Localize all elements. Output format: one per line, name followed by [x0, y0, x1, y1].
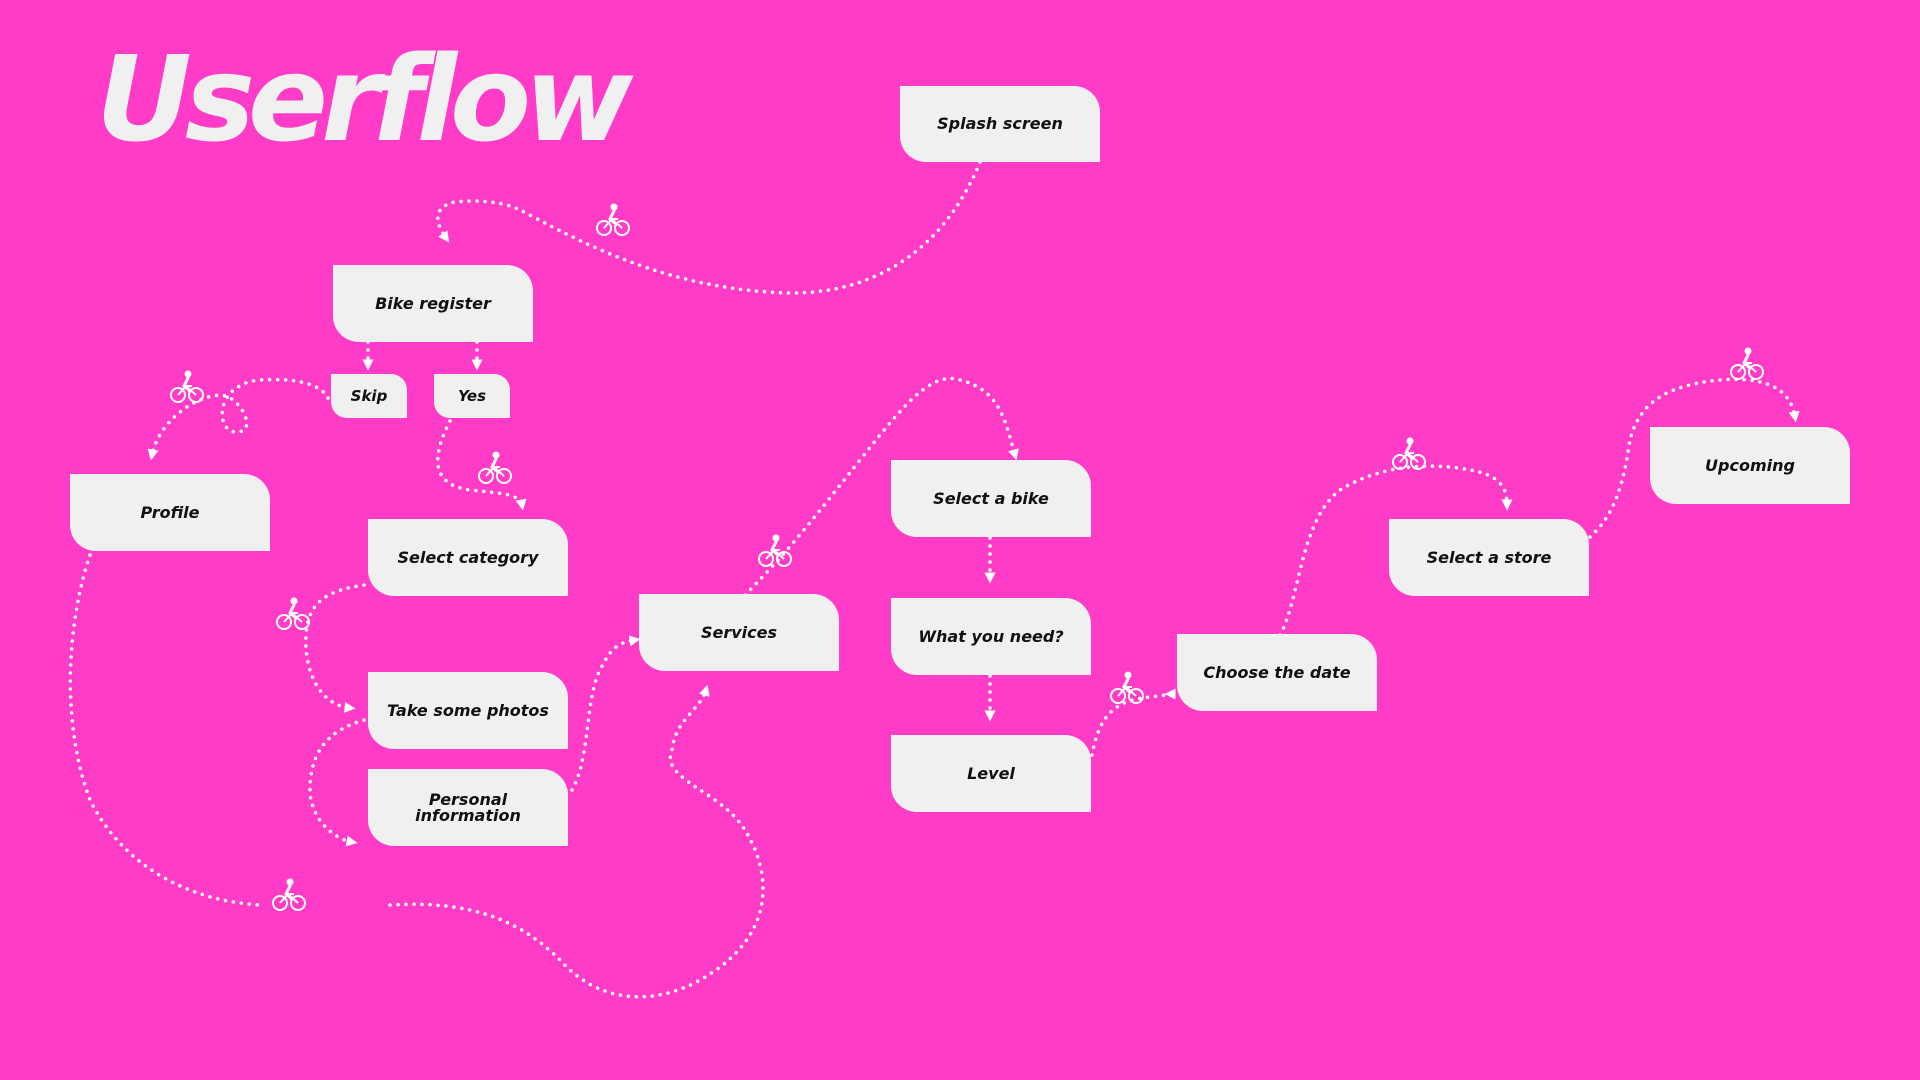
cyclist-icon — [757, 533, 793, 568]
node-skip: Skip — [331, 374, 407, 418]
node-splash-screen: Splash screen — [900, 86, 1100, 162]
connector-select-store-to-upcoming — [1588, 377, 1800, 539]
connector-profile-to-services — [68, 553, 765, 999]
node-level: Level — [891, 735, 1091, 812]
node-services: Services — [639, 594, 839, 671]
cyclist-icon — [271, 877, 307, 912]
connector-services-to-select-bike — [743, 376, 1019, 597]
cyclist-icon — [1391, 436, 1427, 471]
cyclist-icon — [477, 450, 513, 485]
cyclist-icon — [595, 202, 631, 237]
connector-personal-info-to-services — [570, 635, 641, 792]
cyclist-icon — [275, 596, 311, 631]
node-bike-register: Bike register — [333, 265, 533, 342]
node-choose-the-date: Choose the date — [1177, 634, 1377, 711]
cyclist-icon — [1729, 346, 1765, 381]
connector-yes-to-select-category — [436, 419, 527, 511]
connector-take-photos-to-personal-info — [308, 718, 366, 847]
page-title: Userflow — [96, 30, 633, 168]
connector-skip-to-profile — [147, 377, 330, 461]
node-select-a-store: Select a store — [1389, 519, 1589, 596]
node-take-some-photos: Take some photos — [368, 672, 568, 749]
connector-select-category-to-take-photos — [304, 583, 366, 713]
node-upcoming: Upcoming — [1650, 427, 1850, 504]
cyclist-icon — [169, 369, 205, 404]
node-yes: Yes — [434, 374, 510, 418]
node-select-category: Select category — [368, 519, 568, 596]
node-what-you-need: What you need? — [891, 598, 1091, 675]
connector-level-to-choose-date — [1090, 688, 1176, 757]
node-profile: Profile — [70, 474, 270, 551]
connector-splash-to-bike-register — [436, 160, 982, 295]
node-personal-information: Personal information — [368, 769, 568, 846]
node-select-a-bike: Select a bike — [891, 460, 1091, 537]
